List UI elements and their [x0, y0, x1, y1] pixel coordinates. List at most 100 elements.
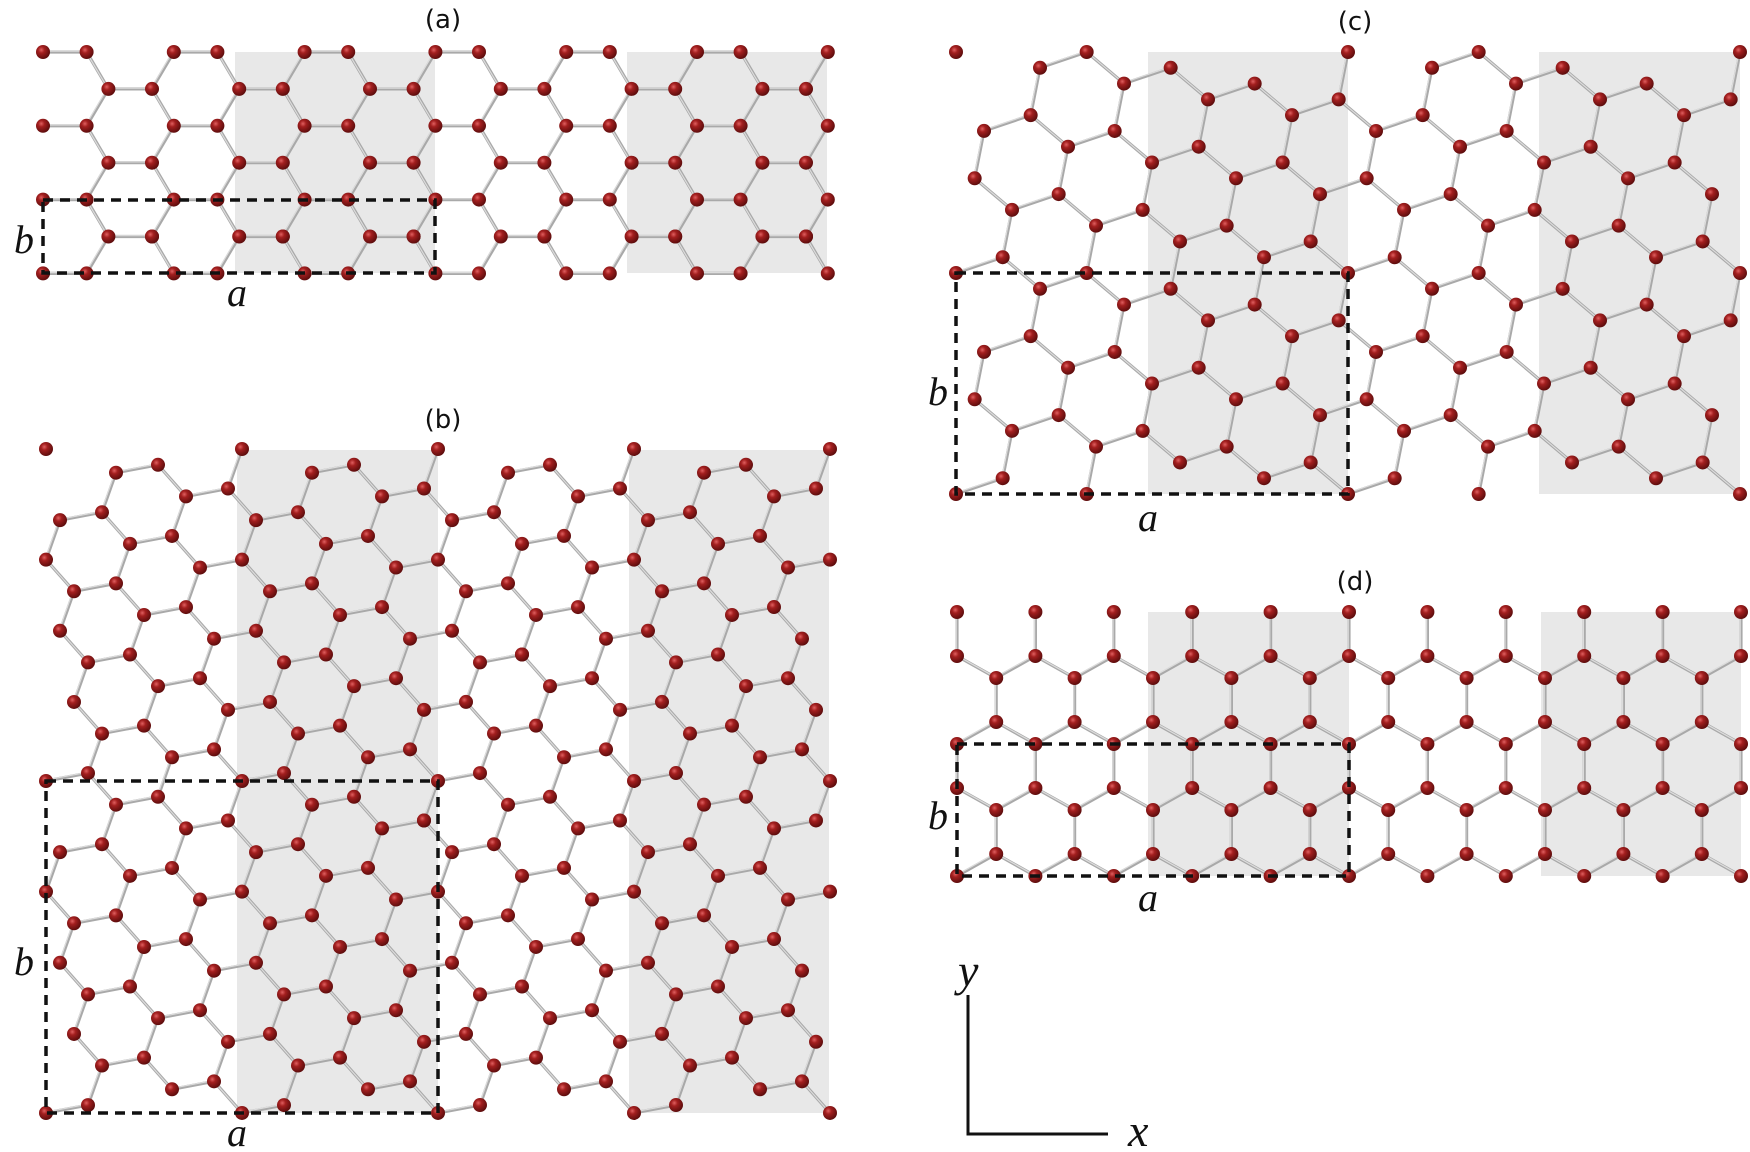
bond — [542, 124, 568, 165]
bond — [198, 558, 244, 570]
bond-highlight — [1701, 461, 1740, 494]
atom — [389, 892, 403, 907]
atom — [624, 81, 639, 96]
bond-highlight — [1421, 334, 1460, 368]
bond-highlight — [1225, 176, 1236, 226]
bond-highlight — [954, 255, 1003, 273]
atom — [1247, 76, 1262, 91]
atom — [795, 1074, 809, 1089]
bond — [702, 463, 748, 475]
bond — [738, 161, 765, 202]
atom — [795, 631, 809, 646]
bond-highlight — [1421, 66, 1432, 115]
bond — [464, 581, 510, 593]
bond-highlight — [1346, 255, 1395, 273]
atom — [1263, 605, 1278, 619]
bond — [618, 700, 664, 712]
atom — [347, 1011, 361, 1026]
bond — [100, 1056, 146, 1068]
bond — [352, 676, 398, 688]
bond-highlight — [1113, 129, 1152, 163]
atom — [1079, 45, 1094, 60]
bond-highlight — [1073, 786, 1114, 810]
bond-highlight — [1589, 318, 1600, 368]
bond — [1122, 287, 1173, 307]
bond-highlight — [1141, 161, 1152, 210]
lattice-vector-a-label: a — [227, 270, 247, 315]
atom — [79, 118, 94, 133]
atom — [1381, 847, 1396, 861]
atom — [406, 81, 421, 96]
bond-highlight — [1033, 720, 1075, 744]
atom — [1537, 376, 1551, 391]
bond-highlight — [954, 476, 1003, 494]
atom — [1185, 605, 1200, 619]
bond-highlight — [1253, 255, 1264, 305]
atom — [1667, 376, 1682, 391]
atom — [697, 797, 711, 812]
atom — [1229, 171, 1243, 186]
bond — [310, 795, 356, 807]
atom — [1067, 671, 1082, 685]
atom — [1471, 266, 1486, 281]
bond-highlight — [1673, 334, 1684, 384]
bond — [394, 558, 440, 570]
bond-highlight — [994, 786, 1036, 810]
atom — [487, 726, 501, 741]
atom — [389, 560, 403, 575]
atom — [1302, 847, 1317, 861]
bond — [324, 866, 370, 878]
atom — [1677, 108, 1691, 123]
bond — [114, 463, 160, 475]
atom — [683, 505, 697, 520]
atom — [799, 81, 813, 96]
atom — [1005, 202, 1019, 217]
bond — [58, 842, 104, 854]
bond — [1010, 413, 1061, 433]
atom — [1695, 234, 1710, 249]
atom — [431, 552, 445, 567]
atom — [613, 481, 627, 496]
atom — [487, 1058, 501, 1073]
atom — [537, 155, 552, 170]
bond — [562, 747, 608, 759]
atom — [1185, 781, 1200, 795]
atom — [733, 192, 748, 207]
atom — [753, 528, 767, 543]
atom — [1263, 649, 1278, 663]
atom — [1285, 108, 1299, 123]
bond-highlight — [1700, 654, 1741, 678]
atom — [347, 457, 361, 472]
bond-highlight — [1197, 366, 1236, 400]
atom — [1734, 781, 1748, 795]
atom — [1655, 737, 1670, 751]
bond-highlight — [1141, 382, 1152, 431]
atom — [319, 868, 333, 883]
bond — [1113, 81, 1126, 133]
bond — [1151, 654, 1194, 680]
bond-highlight — [1169, 66, 1208, 100]
bond — [772, 818, 818, 830]
bond — [562, 1079, 608, 1091]
atom — [1089, 439, 1103, 454]
atom — [1381, 715, 1396, 729]
bond — [492, 724, 538, 736]
bond — [674, 984, 720, 996]
atom — [166, 266, 181, 281]
atom — [165, 528, 179, 543]
bond — [1229, 786, 1273, 812]
bond-highlight — [1504, 720, 1545, 744]
atom — [95, 837, 109, 852]
bond — [1066, 350, 1117, 370]
atom — [1677, 329, 1691, 344]
bond — [1229, 654, 1273, 680]
atom — [493, 81, 508, 96]
atom — [1694, 803, 1709, 817]
atom — [151, 457, 165, 472]
atom — [193, 1003, 207, 1018]
panel-c: (c) a b — [928, 7, 1747, 540]
atom — [417, 481, 431, 496]
bond — [1206, 302, 1257, 322]
atom — [249, 955, 263, 970]
bond — [646, 842, 692, 854]
